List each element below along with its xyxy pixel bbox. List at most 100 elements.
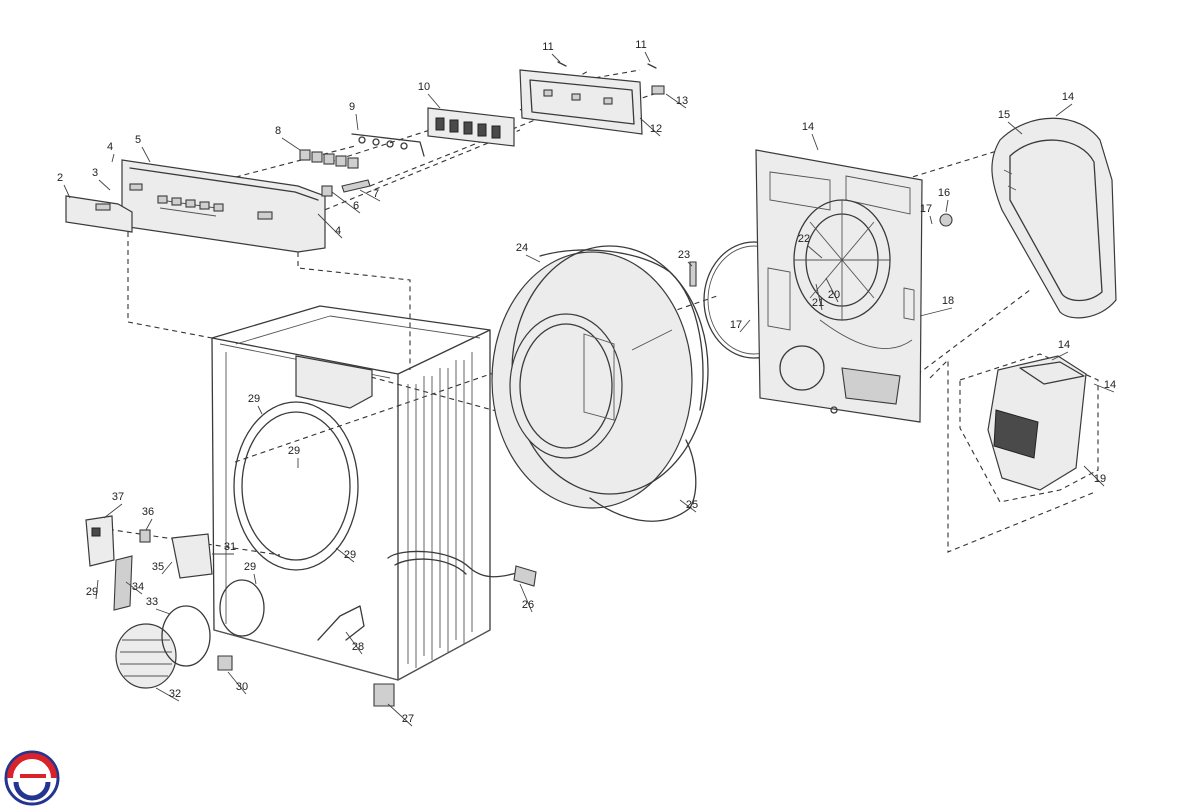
callout-leader-8 <box>281 137 301 151</box>
callout-leader-29 <box>257 405 263 415</box>
callout-leader-29 <box>253 573 257 585</box>
callout-leader-9 <box>355 113 359 131</box>
callout-label-7: 7 <box>373 188 379 200</box>
callout-label-15: 15 <box>998 109 1010 121</box>
callout-leader-29 <box>95 579 99 600</box>
callout-label-11: 11 <box>542 41 553 53</box>
callout-leader-11 <box>644 51 651 63</box>
callout-label-29: 29 <box>86 586 98 598</box>
callout-label-14: 14 <box>802 121 814 133</box>
callout-leader-25 <box>679 499 697 513</box>
callout-leader-18 <box>919 307 953 317</box>
callout-label-29: 29 <box>344 549 356 561</box>
callout-label-19: 19 <box>1094 473 1106 485</box>
callout-leader-24 <box>525 254 541 263</box>
door-hinge-parts <box>113 529 213 611</box>
callout-leader-14 <box>1051 351 1069 361</box>
callout-label-23: 23 <box>678 249 690 261</box>
callout-label-2: 2 <box>57 172 63 184</box>
callout-label-14: 14 <box>1058 339 1070 351</box>
callout-leader-35 <box>161 561 173 575</box>
drum-assembly <box>491 245 709 522</box>
callout-label-17: 17 <box>920 203 932 215</box>
callout-leader-14 <box>1055 103 1073 117</box>
callout-label-13: 13 <box>676 95 688 107</box>
callout-label-5: 5 <box>135 134 141 146</box>
callout-leader-17 <box>739 319 751 333</box>
filter-grille <box>115 605 211 689</box>
callout-label-12: 12 <box>650 123 662 135</box>
control-pcb-board <box>427 107 515 147</box>
callout-label-14: 14 <box>1062 91 1074 103</box>
light-guide-strip <box>351 133 425 157</box>
callout-label-3: 3 <box>92 167 98 179</box>
callout-label-17: 17 <box>730 319 742 331</box>
callout-label-29: 29 <box>244 561 256 573</box>
callout-leader-5 <box>141 146 151 163</box>
callout-label-36: 36 <box>142 506 154 518</box>
callout-leader-26 <box>519 583 533 613</box>
callout-leader-14 <box>811 133 819 151</box>
callout-label-35: 35 <box>152 561 164 573</box>
callout-leader-27 <box>387 703 413 727</box>
callout-leader-20 <box>825 277 839 303</box>
pcb-screws-and-clip <box>557 61 665 95</box>
callout-label-4: 4 <box>107 141 113 153</box>
callout-label-16: 16 <box>938 187 950 199</box>
cabinet-body <box>211 305 537 707</box>
callout-leader-21 <box>815 283 823 311</box>
callout-leader-23 <box>687 261 693 267</box>
callout-label-31: 31 <box>224 541 236 553</box>
callout-label-6: 6 <box>353 200 359 212</box>
callout-leader-32 <box>155 687 180 702</box>
callout-label-9: 9 <box>349 101 355 113</box>
callout-leader-11 <box>551 53 561 63</box>
callout-label-34: 34 <box>132 581 144 593</box>
callout-label-32: 32 <box>169 688 181 700</box>
callout-leader-33 <box>155 608 171 615</box>
pcb-housing <box>519 69 643 135</box>
callout-leader-34 <box>125 581 143 595</box>
callout-label-11: 11 <box>635 39 646 51</box>
callout-leader-4 <box>111 153 115 163</box>
callout-label-37: 37 <box>112 491 124 503</box>
callout-label-8: 8 <box>275 125 281 137</box>
callout-leader-12 <box>639 117 661 137</box>
callout-label-30: 30 <box>236 681 248 693</box>
callout-label-25: 25 <box>686 499 698 511</box>
callout-label-29: 29 <box>248 393 260 405</box>
heater-fan-unit <box>959 353 1099 503</box>
callout-leader-13 <box>665 93 687 109</box>
callout-leader-17 <box>929 215 933 225</box>
callout-leader-7 <box>359 189 381 202</box>
callout-leader-3 <box>98 179 111 191</box>
callout-label-28: 28 <box>352 641 364 653</box>
callout-label-4: 4 <box>335 225 341 237</box>
callout-leader-37 <box>103 503 123 519</box>
callout-label-27: 27 <box>402 713 414 725</box>
callout-leader-36 <box>145 518 153 531</box>
rear-panel-screw <box>939 213 953 227</box>
door-lock-switch <box>85 515 115 567</box>
air-duct-cover <box>991 117 1117 319</box>
callout-label-26: 26 <box>522 599 534 611</box>
callout-leader-30 <box>227 671 247 695</box>
callout-label-33: 33 <box>146 596 158 608</box>
callout-leader-28 <box>345 631 363 655</box>
detergent-drawer-handle <box>65 195 133 233</box>
callout-label-18: 18 <box>942 295 954 307</box>
callout-label-20: 20 <box>828 289 840 301</box>
callout-leader-14 <box>1093 383 1115 393</box>
callout-leader-22 <box>807 245 823 259</box>
callout-label-29: 29 <box>288 445 300 457</box>
callout-leader-19 <box>1083 465 1105 487</box>
control-buttons <box>299 149 371 197</box>
callout-leader-16 <box>945 199 949 213</box>
callout-label-22: 22 <box>798 233 810 245</box>
front-fascia-panel <box>121 159 326 253</box>
callout-leader-29 <box>335 547 355 563</box>
rear-panel <box>755 149 923 423</box>
callout-label-21: 21 <box>812 297 824 309</box>
